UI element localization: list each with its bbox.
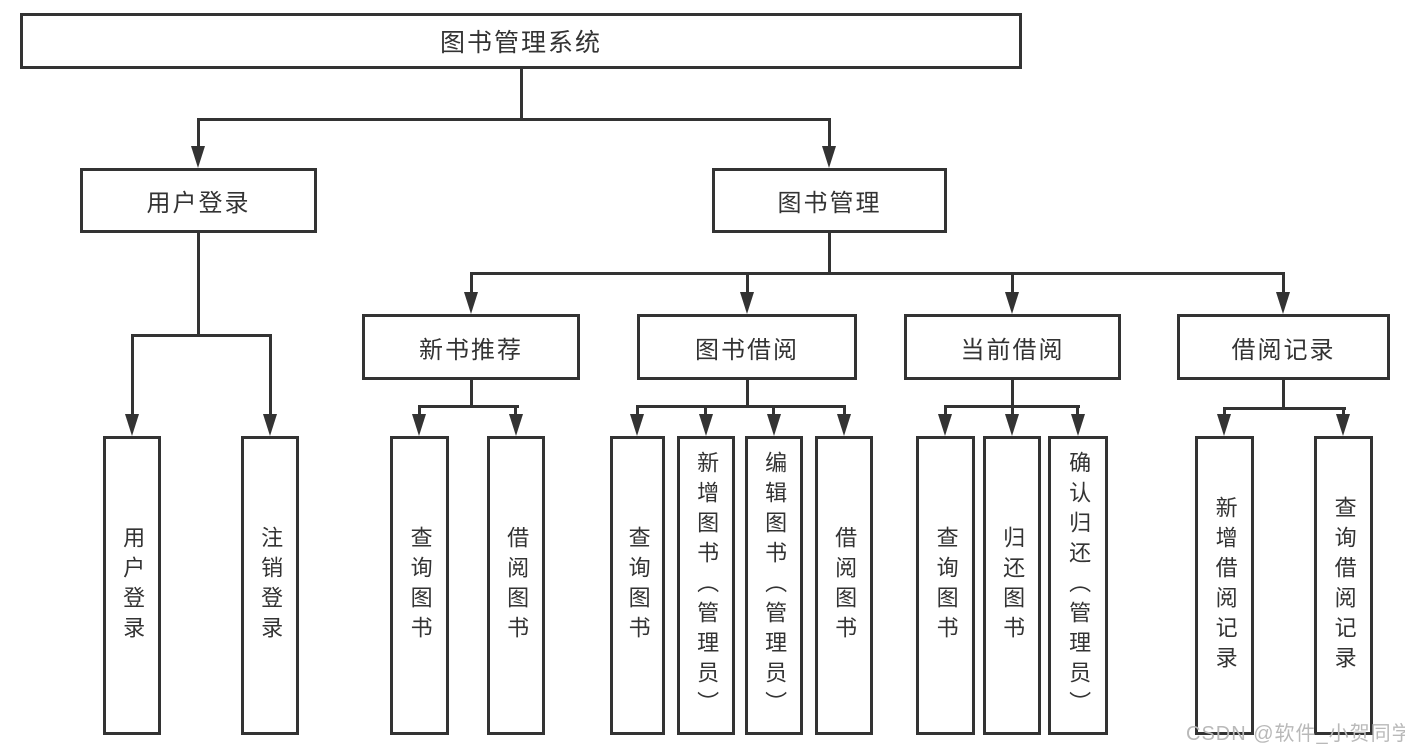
connector-root-bar [197, 118, 831, 121]
connector-drop [1223, 407, 1226, 419]
leaf-query-book-borrow: 查询图书 [610, 436, 665, 735]
arrow-down-icon [263, 414, 277, 436]
leaf-query-book-current: 查询图书 [916, 436, 975, 735]
arrow-down-icon [1217, 414, 1231, 436]
leaf-query-book-recommend: 查询图书 [390, 436, 449, 735]
leaf-return-book: 归还图书 [983, 436, 1041, 735]
leaf-label: 借阅图书 [504, 525, 530, 646]
connector-drop [772, 405, 775, 419]
leaf-label: 借阅图书 [832, 525, 858, 646]
leaf-label: 编辑图书（管理员） [762, 450, 788, 721]
leaf-borrow-book-recommend: 借阅图书 [487, 436, 545, 735]
connector-drop [514, 405, 517, 419]
leaf-query-borrow-record: 查询借阅记录 [1314, 436, 1373, 735]
leaf-borrow-book: 借阅图书 [815, 436, 873, 735]
node-current-borrow: 当前借阅 [904, 314, 1121, 380]
arrow-down-icon [412, 414, 426, 436]
leaf-label: 用户登录 [120, 525, 146, 646]
leaf-add-borrow-record: 新增借阅记录 [1195, 436, 1254, 735]
arrow-down-icon [191, 146, 205, 168]
connector-root-stem [520, 69, 523, 119]
leaf-confirm-return-admin: 确认归还（管理员） [1048, 436, 1108, 735]
arrow-down-icon [699, 414, 713, 436]
connector-drop [197, 118, 200, 152]
watermark: CSDN @软件_小贺同学 [1186, 723, 1405, 745]
arrow-down-icon [125, 414, 139, 436]
connector-userlogin-bar [131, 334, 272, 337]
connector-userlogin-stem [197, 233, 200, 337]
connector-currentborrow-stem [1011, 380, 1014, 408]
connector-newbook-stem [470, 380, 473, 408]
node-label: 新书推荐 [419, 336, 523, 364]
arrow-down-icon [767, 414, 781, 436]
leaf-label: 查询借阅记录 [1331, 495, 1357, 676]
node-label: 借阅记录 [1231, 336, 1336, 364]
connector-drop [1011, 405, 1014, 419]
arrow-down-icon [1005, 292, 1019, 314]
node-book-borrow: 图书借阅 [637, 314, 857, 380]
arrow-down-icon [1336, 414, 1350, 436]
connector-drop [269, 334, 272, 420]
leaf-label: 新增图书（管理员） [694, 450, 720, 721]
connector-drop [636, 405, 639, 419]
arrow-down-icon [740, 292, 754, 314]
connector-drop [1342, 407, 1345, 419]
leaf-edit-book-admin: 编辑图书（管理员） [745, 436, 803, 735]
leaf-label: 新增借阅记录 [1212, 495, 1238, 676]
leaf-add-book-admin: 新增图书（管理员） [677, 436, 735, 735]
connector-borrowrecord-bar [1223, 407, 1346, 410]
connector-newbook-bar [418, 405, 519, 408]
node-label: 图书借阅 [695, 336, 799, 364]
node-label: 图书管理系统 [439, 29, 602, 57]
connector-drop [131, 334, 134, 420]
connector-bookmgmt-stem [828, 233, 831, 275]
node-label: 图书管理 [777, 190, 882, 217]
arrow-down-icon [630, 414, 644, 436]
node-user-login: 用户登录 [80, 168, 317, 233]
leaf-label: 归还图书 [1000, 525, 1026, 646]
connector-drop [1282, 272, 1285, 298]
connector-drop [843, 405, 846, 419]
node-label: 当前借阅 [960, 336, 1065, 364]
connector-borrowrecord-stem [1282, 380, 1285, 410]
arrow-down-icon [938, 414, 952, 436]
connector-drop [418, 405, 421, 419]
node-borrow-record: 借阅记录 [1177, 314, 1390, 380]
leaf-label: 确认归还（管理员） [1066, 450, 1092, 721]
arrow-down-icon [1276, 292, 1290, 314]
connector-bookborrow-stem [746, 380, 749, 408]
node-new-book-recommend: 新书推荐 [362, 314, 580, 380]
arrow-down-icon [1005, 414, 1019, 436]
connector-drop [1076, 405, 1079, 419]
connector-bookmgmt-bar [470, 272, 1285, 275]
connector-drop [704, 405, 707, 419]
node-label: 用户登录 [146, 190, 251, 217]
connector-bookborrow-bar [636, 405, 846, 408]
leaf-label: 查询图书 [625, 525, 651, 646]
arrow-down-icon [837, 414, 851, 436]
arrow-down-icon [1071, 414, 1085, 436]
connector-drop [746, 272, 749, 298]
leaf-label: 注销登录 [258, 525, 284, 646]
node-root: 图书管理系统 [20, 13, 1022, 69]
arrow-down-icon [822, 146, 836, 168]
connector-drop [470, 272, 473, 298]
connector-drop [1011, 272, 1014, 298]
node-book-management: 图书管理 [712, 168, 947, 233]
leaf-label: 查询图书 [407, 525, 433, 646]
arrow-down-icon [464, 292, 478, 314]
arrow-down-icon [509, 414, 523, 436]
leaf-label: 查询图书 [933, 525, 959, 646]
connector-drop [944, 405, 947, 419]
connector-drop [828, 118, 831, 152]
leaf-user-login: 用户登录 [103, 436, 161, 735]
leaf-logout: 注销登录 [241, 436, 299, 735]
